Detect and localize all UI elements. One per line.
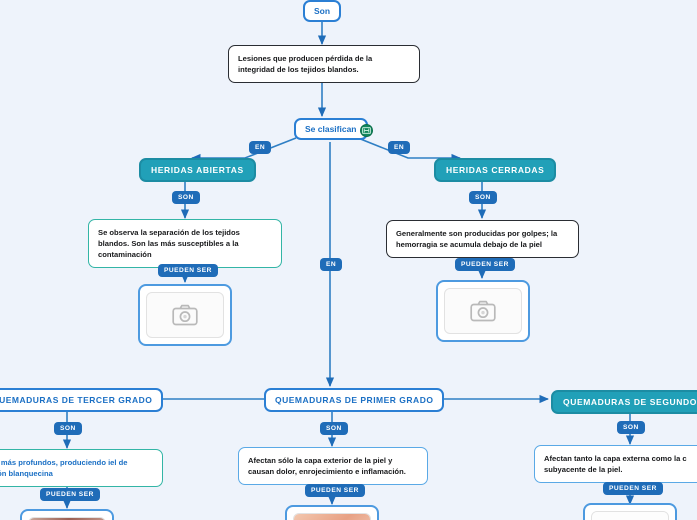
node-quemaduras-tercer-grado[interactable]: QUEMADURAS DE TERCER GRADO xyxy=(0,388,164,412)
relation-label-pueden-ser-tercer[interactable]: PUEDEN SER xyxy=(40,488,100,501)
relation-son-abiertas-text: SON xyxy=(178,194,194,201)
node-quemaduras-primer-grado-descripcion[interactable]: Afectan sólo la capa exterior de la piel… xyxy=(238,447,428,485)
skin-photo-icon xyxy=(294,514,370,520)
node-quemaduras-primer-grado[interactable]: QUEMADURAS DE PRIMER GRADO xyxy=(264,388,445,412)
node-quemaduras-segundo-grado-descripcion-label: Afectan tanto la capa externa como la c … xyxy=(544,454,687,474)
node-se-clasifican-label: Se clasifican xyxy=(305,124,357,134)
camera-icon xyxy=(172,304,198,326)
image-placeholder-inner xyxy=(591,511,669,520)
relation-pueden-ser-tercer-text: PUEDEN SER xyxy=(46,491,94,498)
relation-label-pueden-ser-segundo[interactable]: PUEDEN SER xyxy=(603,482,663,495)
relation-pueden-ser-segundo-text: PUEDEN SER xyxy=(609,485,657,492)
blank-photo-icon xyxy=(592,512,668,520)
relation-label-son-primer[interactable]: SON xyxy=(320,422,348,435)
image-placeholder-quemaduras-primer-grado[interactable] xyxy=(285,505,379,520)
node-heridas-abiertas-descripcion[interactable]: Se observa la separación de los tejidos … xyxy=(88,219,282,268)
relation-en-izquierda-text: EN xyxy=(255,144,266,151)
node-se-clasifican[interactable]: Se clasifican xyxy=(294,118,368,140)
camera-icon xyxy=(470,300,496,322)
node-heridas-abiertas[interactable]: HERIDAS ABIERTAS xyxy=(139,158,256,182)
green-circle-badge-icon[interactable] xyxy=(360,124,373,137)
relation-label-pueden-ser-primer[interactable]: PUEDEN SER xyxy=(305,484,365,497)
node-definicion-label: Lesiones que producen pérdida de la inte… xyxy=(238,54,373,74)
node-heridas-abiertas-label: HERIDAS ABIERTAS xyxy=(151,165,244,175)
relation-label-en-izquierda[interactable]: EN xyxy=(249,141,272,154)
relation-label-pueden-ser-abiertas[interactable]: PUEDEN SER xyxy=(158,264,218,277)
relation-son-tercer-text: SON xyxy=(60,425,76,432)
node-quemaduras-primer-grado-descripcion-label: Afectan sólo la capa exterior de la piel… xyxy=(248,456,406,476)
node-heridas-cerradas[interactable]: HERIDAS CERRADAS xyxy=(434,158,557,182)
node-heridas-cerradas-descripcion[interactable]: Generalmente son producidas por golpes; … xyxy=(386,220,579,258)
node-quemaduras-segundo-grado-label: QUEMADURAS DE SEGUNDO GRAGO xyxy=(563,397,697,407)
node-quemaduras-tercer-grado-descripcion[interactable]: a tejidos más profundos, produciendo iel… xyxy=(0,449,163,487)
relation-label-en-centro[interactable]: EN xyxy=(320,258,343,271)
node-quemaduras-segundo-grado-descripcion[interactable]: Afectan tanto la capa externa como la c … xyxy=(534,445,697,483)
node-son-root[interactable]: Son xyxy=(303,0,342,22)
badge-glyph-icon xyxy=(362,127,371,134)
relation-son-primer-text: SON xyxy=(326,425,342,432)
image-placeholder-heridas-cerradas[interactable] xyxy=(436,280,530,342)
relation-son-cerradas-text: SON xyxy=(475,194,491,201)
node-quemaduras-primer-grado-label: QUEMADURAS DE PRIMER GRADO xyxy=(275,395,434,405)
relation-label-son-segundo[interactable]: SON xyxy=(617,421,645,434)
relation-label-son-tercer[interactable]: SON xyxy=(54,422,82,435)
node-heridas-abiertas-descripcion-label: Se observa la separación de los tejidos … xyxy=(98,228,240,259)
relation-label-son-cerradas[interactable]: SON xyxy=(469,191,497,204)
node-heridas-cerradas-label: HERIDAS CERRADAS xyxy=(446,165,545,175)
node-quemaduras-tercer-grado-label: QUEMADURAS DE TERCER GRADO xyxy=(0,395,153,405)
image-placeholder-heridas-abiertas[interactable] xyxy=(138,284,232,346)
node-quemaduras-tercer-grado-descripcion-label: a tejidos más profundos, produciendo iel… xyxy=(0,458,128,478)
image-placeholder-inner xyxy=(293,513,371,520)
relation-pueden-ser-abiertas-text: PUEDEN SER xyxy=(164,267,212,274)
relation-en-derecha-text: EN xyxy=(394,144,405,151)
relation-son-segundo-text: SON xyxy=(623,424,639,431)
relation-label-son-abiertas[interactable]: SON xyxy=(172,191,200,204)
node-definicion[interactable]: Lesiones que producen pérdida de la inte… xyxy=(228,45,420,83)
burn-photo-icon xyxy=(29,518,105,520)
node-son-root-label: Son xyxy=(314,6,331,16)
node-heridas-cerradas-descripcion-label: Generalmente son producidas por golpes; … xyxy=(396,229,558,249)
node-quemaduras-segundo-grado[interactable]: QUEMADURAS DE SEGUNDO GRAGO xyxy=(551,390,697,414)
image-placeholder-inner xyxy=(444,288,522,334)
relation-label-pueden-ser-cerradas[interactable]: PUEDEN SER xyxy=(455,258,515,271)
image-placeholder-quemaduras-segundo-grado[interactable] xyxy=(583,503,677,520)
image-placeholder-quemaduras-tercer-grado[interactable] xyxy=(20,509,114,520)
relation-en-centro-text: EN xyxy=(326,261,337,268)
relation-pueden-ser-primer-text: PUEDEN SER xyxy=(311,487,359,494)
image-placeholder-inner xyxy=(146,292,224,338)
relation-label-en-derecha[interactable]: EN xyxy=(388,141,411,154)
relation-pueden-ser-cerradas-text: PUEDEN SER xyxy=(461,261,509,268)
